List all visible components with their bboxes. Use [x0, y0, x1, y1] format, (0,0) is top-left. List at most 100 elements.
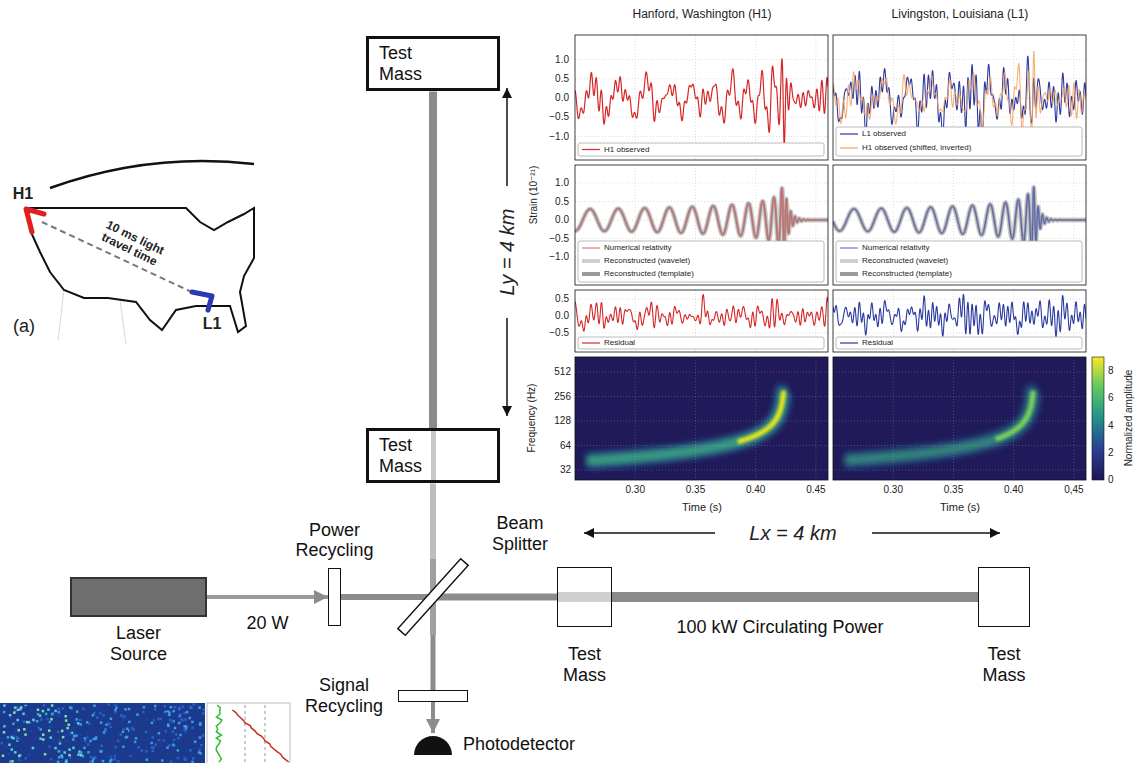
heatmap-pixel: [88, 736, 91, 739]
legend-line-sample: [840, 259, 858, 263]
test-mass: Test Mass: [366, 428, 500, 483]
chirp-glow: [587, 393, 787, 461]
grid-line: [575, 59, 828, 60]
heatmap-pixel: [74, 726, 77, 729]
heatmap-pixel: [202, 734, 205, 737]
heatmap-pixel: [151, 722, 154, 725]
axis-label: 256: [554, 391, 571, 403]
heatmap-pixel: [92, 714, 95, 717]
heatmap-pixel: [65, 733, 68, 736]
legend-line-sample: [582, 342, 600, 343]
legend-box: [578, 143, 824, 156]
chirp-glow: [587, 393, 787, 461]
heatmap-pixel: [68, 724, 71, 727]
heatmap-pixel: [87, 751, 90, 754]
axis-label: 0.0: [555, 214, 569, 226]
heatmap-pixel: [32, 708, 35, 711]
heatmap-pixel: [70, 707, 73, 710]
heatmap-pixel: [180, 708, 183, 711]
heatmap-pixel: [16, 739, 19, 742]
grid-line: [575, 117, 828, 118]
heatmap-pixel: [167, 723, 170, 726]
legend-text: Reconstructed (template): [862, 270, 952, 278]
grid-line: [575, 201, 828, 202]
node-label: Power Recycling: [290, 520, 380, 561]
heatmap-pixel: [164, 724, 167, 727]
heatmap-pixel: [74, 721, 77, 724]
heatmap-pixel: [32, 747, 35, 750]
splitter-mirror: [398, 559, 468, 636]
heatmap-pixel: [7, 736, 10, 739]
grid-line: [575, 238, 828, 239]
heatmap-pixel: [101, 760, 104, 763]
heatmap-pixel: [79, 723, 82, 726]
legend-box: [578, 241, 824, 282]
heatmap-pixel: [198, 706, 201, 709]
axis-label: 0,45: [1064, 484, 1083, 496]
node-label: Signal Recycling: [299, 675, 389, 716]
laser-beam: [429, 91, 437, 428]
laser-beam: [467, 594, 557, 601]
heatmap-pixel: [131, 727, 134, 730]
heatmap-pixel: [148, 729, 151, 732]
heatmap-pixel: [171, 720, 174, 723]
node-label: Laser Source: [103, 623, 175, 664]
heatmap-pixel: [50, 758, 53, 761]
crop-grid: [245, 705, 246, 763]
grid-line: [953, 357, 954, 480]
heatmap-pixel: [170, 706, 173, 709]
heatmap-pixel: [12, 723, 15, 726]
axis-label: 0.30: [626, 484, 645, 496]
heatmap-pixel: [179, 726, 182, 729]
axis-label: 0.40: [746, 484, 765, 496]
plot-frame: [833, 165, 1086, 285]
legend-text: H1 observed: [604, 146, 649, 154]
heatmap-pixel: [145, 718, 148, 721]
heatmap-pixel: [105, 723, 108, 726]
beam-strip: [431, 431, 436, 480]
heatmap-pixel: [173, 739, 176, 742]
heatmap-pixel: [154, 705, 157, 708]
diagram-label: 10 ms light travel time: [91, 215, 173, 273]
grid-line: [833, 445, 1086, 446]
crop-panel: [207, 703, 290, 763]
heatmap-pixel: [185, 732, 188, 735]
recycling-mirror: Power Recycling: [328, 568, 341, 626]
heatmap-pixel: [128, 746, 131, 749]
heatmap-pixel: [177, 737, 180, 740]
heatmap-pixel: [131, 719, 134, 722]
heatmap-pixel: [80, 751, 83, 754]
heatmap-pixel: [102, 710, 105, 713]
heatmap-pixel: [42, 710, 45, 713]
heatmap-pixel: [54, 747, 57, 750]
laser-beam: [612, 592, 978, 602]
heatmap-pixel: [104, 729, 107, 732]
crop-trace: [232, 710, 288, 762]
heatmap-pixel: [57, 761, 60, 763]
heatmap-pixel: [141, 749, 144, 752]
heatmap-pixel: [58, 740, 61, 743]
heatmap-pixel: [192, 736, 195, 739]
heatmap-pixel: [73, 735, 76, 738]
plot-frame: [575, 357, 828, 480]
grid-line: [833, 421, 1086, 422]
heatmap-pixel: [138, 754, 141, 757]
heatmap-pixel: [104, 728, 107, 731]
l1-detector-marker: [192, 292, 212, 310]
axis-label: 32: [560, 464, 571, 476]
test-mass: Test Mass: [366, 36, 500, 91]
legend-text: Reconstructed (template): [604, 270, 694, 278]
heatmap-pixel: [91, 732, 94, 735]
heatmap-pixel: [9, 756, 12, 759]
heatmap-pixel: [118, 710, 121, 713]
heatmap-pixel: [120, 714, 123, 717]
axis-label: 0.45: [806, 484, 825, 496]
axis-label: 0: [1108, 474, 1114, 486]
heatmap-pixel: [117, 760, 120, 763]
heatmap-pixel: [86, 731, 89, 734]
heatmap-pixel: [75, 718, 78, 721]
heatmap-pixel: [199, 736, 202, 739]
heatmap-pixel: [172, 730, 175, 733]
heatmap-pixel: [58, 711, 61, 714]
grid-line: [575, 136, 828, 137]
